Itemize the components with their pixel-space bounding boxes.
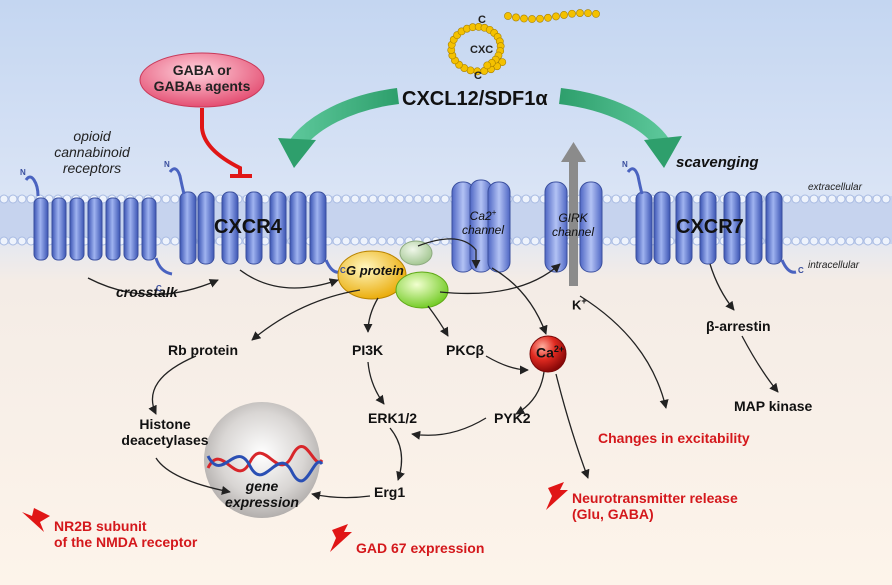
ca-channel-label: Ca2+ channel <box>456 208 510 238</box>
motif-c-bottom: C <box>474 70 482 82</box>
pkcb-node: PKCβ <box>446 342 485 358</box>
map-kinase-node: MAP kinase <box>734 398 813 414</box>
left-receptor-label: opioid cannabinoid receptors <box>42 128 142 176</box>
gad-outcome: GAD 67 expression <box>356 540 485 556</box>
ca2-node: Ca2+ <box>536 344 564 361</box>
ca2-sup: 2+ <box>553 344 565 354</box>
potassium-efflux-arrow <box>561 142 586 286</box>
cxcl12-ligand-chain <box>447 9 600 76</box>
cxcr7-receptor <box>635 191 783 265</box>
rb-protein-node: Rb protein <box>168 342 238 358</box>
ca-channel-line2: channel <box>461 222 505 237</box>
g-protein-complex <box>337 240 449 309</box>
gene-line2: expression <box>225 494 299 511</box>
ca2-base: Ca <box>536 344 554 361</box>
gaba-agent-bubble <box>139 52 265 108</box>
ligand-label: CXCL12/SDF1α <box>402 88 548 111</box>
erg1-node: Erg1 <box>374 484 406 500</box>
neuro-line1: Neurotransmitter release <box>572 490 738 506</box>
terminal-n-cxcr7: N <box>622 160 628 169</box>
cxcr7-label: CXCR7 <box>676 216 744 238</box>
nr2b-line2: of the NMDA receptor <box>54 534 198 551</box>
hdac-line1: Histone <box>139 416 191 432</box>
terminal-n-left: N <box>20 168 26 177</box>
opioid-label: opioid <box>73 128 111 144</box>
ca-channel-line1: Ca2 <box>469 209 492 223</box>
ligand-alpha: α <box>535 88 548 110</box>
calcium-channel <box>451 179 511 273</box>
hdac-node: Histone deacetylases <box>110 416 220 448</box>
gaba-agent-label: GABA or GABAB agents <box>152 62 252 94</box>
pyk2-node: PYK2 <box>494 410 531 426</box>
terminal-c-cxcr7: C <box>798 266 804 275</box>
terminal-n-cxcr4: N <box>164 160 170 169</box>
gaba-line2-tail: agents <box>201 78 251 95</box>
neurotransmitter-outcome: Neurotransmitter release (Glu, GABA) <box>572 490 738 522</box>
motif-cxc: CXC <box>470 44 494 56</box>
cxcr4-label: CXCR4 <box>214 216 282 238</box>
potassium-sup: + <box>581 296 587 306</box>
terminal-c-cxcr4: C <box>340 266 346 275</box>
ligand-arrow-to-cxcr7 <box>558 88 671 151</box>
erk-node: ERK1/2 <box>368 410 418 426</box>
opioid-cannabinoid-receptor <box>33 197 157 261</box>
ca-channel-sup: + <box>491 208 497 217</box>
crosstalk-label: crosstalk <box>116 284 178 300</box>
ligand-name: CXCL12/SDF1 <box>402 88 536 110</box>
cxcr4-receptor <box>179 191 327 265</box>
receptors-label: receptors <box>62 160 122 177</box>
red-outcome-arrows <box>22 482 568 552</box>
gene-expression-label: gene expression <box>222 478 302 510</box>
excitability-outcome: Changes in excitability <box>598 430 750 446</box>
motif-c-top: C <box>478 14 486 26</box>
gene-line1: gene <box>245 478 279 494</box>
extracellular-label: extracellular <box>808 182 862 193</box>
dna-helix-icon <box>206 445 324 483</box>
neuro-line2: (Glu, GABA) <box>572 506 654 523</box>
signaling-arrows <box>87 238 779 501</box>
potassium-label: K+ <box>572 296 587 313</box>
scavenging-label: scavenging <box>676 154 759 171</box>
intracellular-label: intracellular <box>808 260 860 271</box>
g-protein-label: G protein <box>346 263 404 278</box>
potassium-symbol: K <box>572 297 582 313</box>
pi3k-node: PI3K <box>352 342 384 358</box>
cannabinoid-label: cannabinoid <box>54 144 130 161</box>
nucleus <box>204 402 320 518</box>
inhibition-line <box>200 108 242 176</box>
girk-channel <box>544 181 603 273</box>
girk-channel-label: GIRK channel <box>548 211 598 240</box>
calcium-ion-ball <box>529 335 567 373</box>
girk-line2: channel <box>551 224 595 239</box>
gaba-line1: GABA or <box>172 62 232 78</box>
beta-arrestin-node: β-arrestin <box>706 318 771 334</box>
nr2b-line1: NR2B subunit <box>54 518 147 534</box>
nr2b-outcome: NR2B subunit of the NMDA receptor <box>54 518 197 550</box>
hdac-line2: deacetylases <box>121 432 209 449</box>
gaba-subscript: B <box>194 83 202 94</box>
girk-line1: GIRK <box>558 211 588 225</box>
gaba-line2: GABA <box>153 78 195 95</box>
terminal-c-left: C <box>156 284 162 293</box>
